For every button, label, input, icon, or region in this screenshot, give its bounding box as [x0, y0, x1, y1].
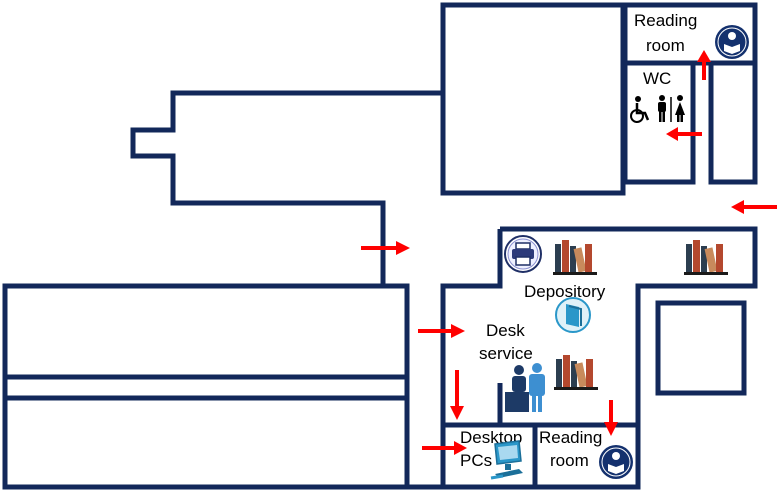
- arrow-to-desk-service: [418, 324, 465, 338]
- wc-label: WC: [643, 69, 671, 88]
- floor-plan-walls: [2, 2, 758, 490]
- depository-label: Depository: [524, 282, 606, 301]
- wall-depository-west: [440, 229, 503, 487]
- arrow-right-entrance: [731, 200, 777, 214]
- arrow-to-wc: [666, 127, 702, 141]
- service-desk-icon: [505, 363, 545, 412]
- arrow-from-desk-down: [450, 370, 464, 420]
- wall-east-block: [500, 226, 758, 425]
- bookshelf-icon: [553, 240, 597, 275]
- man-icon: [658, 95, 666, 122]
- computer-icon: [490, 440, 523, 480]
- desk-service-label-line2: service: [479, 344, 533, 363]
- reader-icon: [715, 25, 749, 59]
- arrow-to-desktop-pcs: [422, 441, 467, 455]
- bookshelf-icon: [554, 355, 598, 390]
- book-icon: [555, 297, 591, 333]
- printer-icon: [504, 235, 542, 273]
- room-east-square: [655, 300, 747, 396]
- reading-room-top-label-line1: Reading: [634, 11, 697, 30]
- wheelchair-icon: [630, 96, 650, 123]
- woman-icon: [675, 95, 685, 122]
- room-top-large: [440, 2, 626, 196]
- reader-icon: [599, 445, 633, 479]
- reading-room-top-label-line2: room: [646, 36, 685, 55]
- desktop-pcs-label-line2: PCs: [460, 451, 492, 470]
- desk-service-label-line1: Desk: [486, 321, 525, 340]
- room-right-narrow: [708, 60, 758, 185]
- wall-left-building: [130, 90, 443, 285]
- room-wc: [622, 60, 696, 185]
- arrow-to-reading-room-top: [697, 50, 711, 80]
- arrow-to-reading-room-bottom: [604, 400, 618, 436]
- bookshelf-icon: [684, 240, 728, 275]
- reading-room-bottom-label-line1: Reading: [539, 428, 602, 447]
- accessible-restroom-icon: [630, 95, 685, 123]
- wall-bottom: [5, 425, 641, 490]
- room-west-lower: [2, 374, 410, 490]
- reading-room-bottom-label-line2: room: [550, 451, 589, 470]
- arrow-corridor: [361, 241, 410, 255]
- room-west-upper: [2, 283, 410, 380]
